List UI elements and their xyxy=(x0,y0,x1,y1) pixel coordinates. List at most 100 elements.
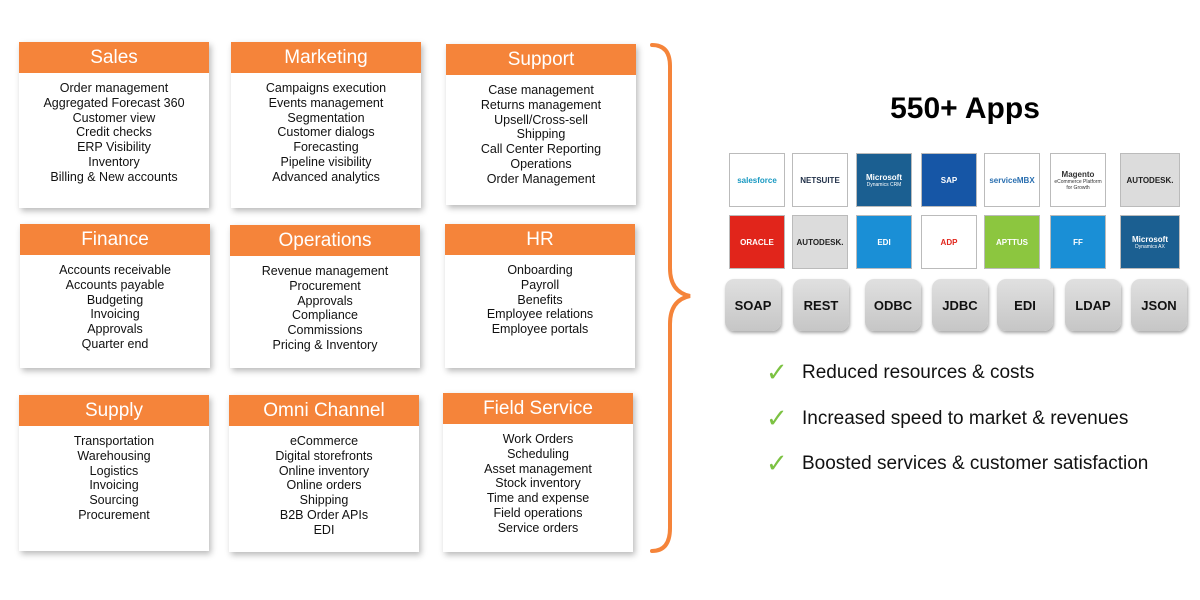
card-item: Invoicing xyxy=(90,307,140,322)
card-item: Invoicing xyxy=(89,478,139,493)
netsuite-logo: NETSUITE xyxy=(792,153,848,207)
protocol-rest-button: REST xyxy=(793,279,849,331)
card-item: Customer dialogs xyxy=(277,125,375,140)
card-item: Revenue management xyxy=(261,264,389,278)
servicembx-logo: serviceMBX xyxy=(984,153,1040,207)
card-item: Work Orders xyxy=(502,432,574,446)
card-item: Approvals xyxy=(297,293,353,308)
card-item: ERP Visibility xyxy=(77,140,151,155)
card-item: Shipping xyxy=(516,127,566,142)
logo-name: EDI xyxy=(877,237,891,247)
logo-name: AUTODESK. xyxy=(1126,175,1174,185)
card-item: Quarter end xyxy=(81,336,149,351)
card-item: Procurement xyxy=(78,507,150,522)
checkmark-icon: ✓ xyxy=(766,358,788,388)
card-title: Marketing xyxy=(231,42,421,73)
ff-logo: FF xyxy=(1050,215,1106,269)
card-item: Advanced analytics xyxy=(272,169,380,184)
card-title: Supply xyxy=(19,395,209,426)
card-item: Commissions xyxy=(287,323,363,338)
card-item: Digital storefronts xyxy=(275,448,373,463)
checkmark-icon: ✓ xyxy=(766,404,788,434)
card-item: Accounts payable xyxy=(65,277,165,292)
card-title: Operations xyxy=(230,225,420,256)
benefit-text: Reduced resources & costs xyxy=(802,362,1035,383)
card-item: Scheduling xyxy=(507,446,569,461)
card-item: Field operations xyxy=(493,505,583,520)
benefit-item: ✓ Reduced resources & costs xyxy=(766,358,1034,388)
logo-name: Microsoft xyxy=(1132,234,1168,244)
card-item: Pricing & Inventory xyxy=(272,337,378,352)
benefit-item: ✓Boosted services & customer satisfactio… xyxy=(766,449,1148,479)
benefit-text: Increased speed to market & revenues xyxy=(802,408,1129,429)
card-item: Segmentation xyxy=(287,110,365,125)
card-title: Support xyxy=(446,44,636,75)
salesforce-logo: salesforce xyxy=(729,153,785,207)
protocol-odbc-button: ODBC xyxy=(865,279,921,331)
card-item: Stock inventory xyxy=(495,476,581,491)
card-item: EDI xyxy=(313,522,335,537)
card-item: Asset management xyxy=(484,461,592,476)
card-item: Case management xyxy=(488,83,594,97)
card-item: Benefits xyxy=(517,292,563,307)
logo-name: NETSUITE xyxy=(800,175,840,185)
logo-name: APTTUS xyxy=(996,237,1028,247)
card-item: Operations xyxy=(510,156,572,171)
card-item: Aggregated Forecast 360 xyxy=(43,95,185,110)
benefit-item: ✓ Increased speed to market & revenues xyxy=(766,404,1128,434)
card-item: Credit checks xyxy=(76,125,152,140)
card-item: Online orders xyxy=(286,478,362,493)
card-item: Upsell/Cross-sell xyxy=(494,112,588,127)
card-item: Pipeline visibility xyxy=(280,154,372,169)
card-item: Forecasting xyxy=(293,140,359,155)
card-item: Billing & New accounts xyxy=(50,169,178,184)
card-item: Budgeting xyxy=(86,292,144,307)
protocol-edi-button: EDI xyxy=(997,279,1053,331)
apttus-logo: APTTUS xyxy=(984,215,1040,269)
card-item: eCommerce xyxy=(289,434,359,448)
logo-name: FF xyxy=(1073,237,1083,247)
autodesk-logo: AUTODESK. xyxy=(1120,153,1180,207)
edi-network-logo: EDI xyxy=(856,215,912,269)
logo-subtitle: eCommerce Platform for Growth xyxy=(1054,178,1102,191)
protocol-json-button: JSON xyxy=(1131,279,1187,331)
card-item: Inventory xyxy=(88,154,140,169)
apps-count-title: 550+ Apps xyxy=(890,92,1040,125)
card-item: Payroll xyxy=(520,277,560,292)
card-item: Employee relations xyxy=(486,307,594,322)
card-item: Shipping xyxy=(299,493,349,508)
sap-logo: SAP xyxy=(921,153,977,207)
card-item: Onboarding xyxy=(507,263,573,277)
logo-subtitle: Dynamics CRM xyxy=(866,181,902,188)
logo-name: ORACLE xyxy=(740,237,774,247)
card-title: HR xyxy=(445,224,635,255)
card-title: Field Service xyxy=(443,393,633,424)
card-item: Online inventory xyxy=(278,463,370,478)
card-item: Campaigns execution xyxy=(265,81,387,95)
card-item: Warehousing xyxy=(77,448,151,463)
logo-name: serviceMBX xyxy=(989,175,1035,185)
logo-name: AUTODESK. xyxy=(796,237,844,247)
logo-name: Microsoft xyxy=(866,172,902,182)
logo-name: Magento xyxy=(1061,169,1095,179)
card-item: Accounts receivable xyxy=(59,263,171,277)
card-item: Call Center Reporting xyxy=(480,142,602,157)
card-item: B2B Order APIs xyxy=(279,507,369,522)
card-title: Omni Channel xyxy=(229,395,419,426)
card-item: Service orders xyxy=(497,520,579,535)
